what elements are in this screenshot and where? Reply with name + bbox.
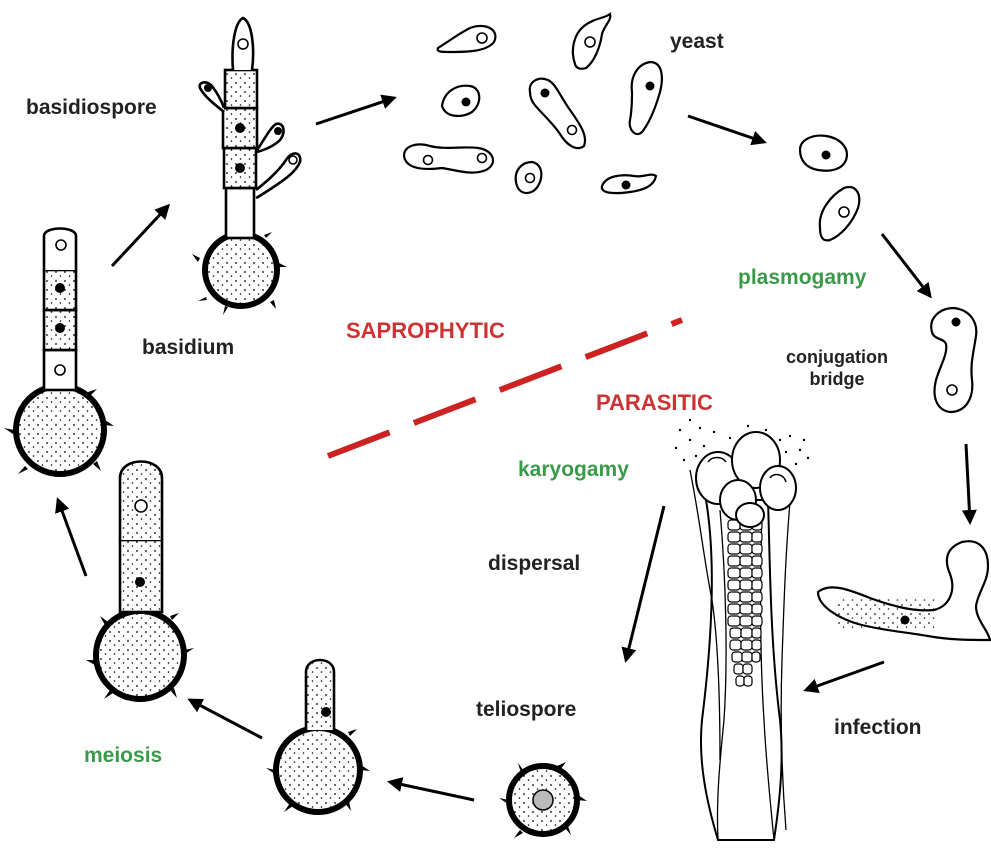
germinating-teliospore — [266, 660, 370, 812]
yeast-cells — [404, 14, 976, 412]
plasmogamy-label: plasmogamy — [738, 266, 866, 290]
karyogamy-label: karyogamy — [518, 458, 629, 482]
infected-corn-ear — [675, 419, 809, 840]
teliospore-label: teliospore — [476, 698, 576, 722]
parasitic-label: PARASITIC — [596, 390, 713, 416]
basidium-label: basidium — [142, 336, 234, 360]
basidiospore-label: basidiospore — [26, 96, 157, 120]
infection-label: infection — [834, 716, 922, 740]
infection-hypha — [818, 541, 990, 640]
meiosis-label: meiosis — [84, 744, 162, 768]
conjugation-bridge-label: conjugation bridge — [786, 346, 888, 390]
conjugation-label-line2: bridge — [786, 368, 888, 390]
conjugation-label-line1: conjugation — [786, 346, 888, 368]
basidium-with-basidiospores — [192, 18, 300, 315]
yeast-label: yeast — [670, 30, 724, 54]
promycelium-four-cell — [4, 229, 114, 475]
dispersal-label: dispersal — [488, 552, 580, 576]
saprophytic-label: SAPROPHYTIC — [346, 318, 505, 344]
germinating-teliospore-meiosis — [86, 462, 194, 700]
teliospore — [499, 762, 587, 838]
